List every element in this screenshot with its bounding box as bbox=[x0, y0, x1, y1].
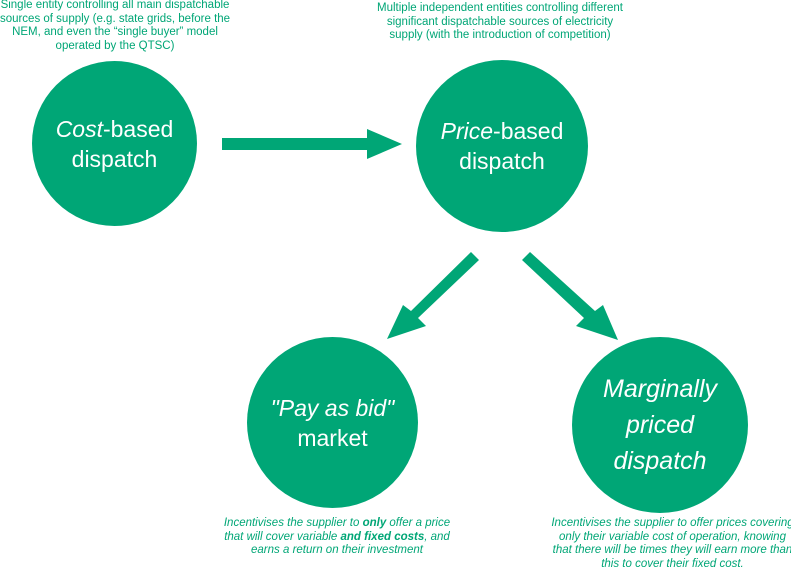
marginal-node-label-line2: priced bbox=[625, 411, 695, 439]
marginal-caption: Incentivises the supplier to offer price… bbox=[551, 517, 791, 570]
cost-node-label-italic: Cost bbox=[55, 115, 103, 142]
price-node-label-italic: Price bbox=[440, 118, 494, 144]
paybid-node-label-line2: market bbox=[297, 424, 368, 451]
arrow-down-left-icon bbox=[387, 252, 479, 339]
marginal-node-label-line1: Marginally bbox=[603, 375, 717, 403]
cost-based-dispatch-node: Cost-based dispatch bbox=[32, 61, 197, 226]
price-caption: Multiple independent entities controllin… bbox=[377, 2, 623, 41]
paybid-caption-emphasis: only bbox=[362, 517, 387, 529]
paybid-caption-text: , and earns a return on their investment bbox=[251, 530, 450, 557]
arrow-right-icon bbox=[222, 129, 402, 159]
price-node-label: Price-based dispatch bbox=[441, 116, 564, 176]
cost-node-label-rest: -based bbox=[102, 115, 174, 142]
cost-node-label: Cost-based dispatch bbox=[56, 114, 174, 174]
paybid-caption: Incentivises the supplier to only offer … bbox=[222, 517, 452, 558]
price-node-label-line2: dispatch bbox=[459, 148, 545, 174]
pay-as-bid-node: "Pay as bid" market bbox=[247, 337, 418, 508]
paybid-node-label: "Pay as bid" market bbox=[271, 393, 395, 453]
marginal-node-label: Marginally priced dispatch bbox=[603, 371, 717, 479]
paybid-caption-text: offer a price that will cover variable bbox=[224, 517, 451, 543]
paybid-caption-text: Incentivises the supplier to bbox=[223, 517, 363, 529]
cost-node-label-line2: dispatch bbox=[71, 145, 158, 172]
marginally-priced-node: Marginally priced dispatch bbox=[572, 337, 748, 513]
price-based-dispatch-node: Price-based dispatch bbox=[416, 60, 588, 232]
paybid-caption-emphasis: and fixed costs bbox=[340, 530, 425, 543]
paybid-node-label-line1: "Pay as bid" bbox=[270, 394, 395, 421]
price-node-label-rest: -based bbox=[493, 118, 564, 144]
cost-caption: Single entity controlling all main dispa… bbox=[0, 0, 231, 52]
marginal-node-label-line3: dispatch bbox=[613, 447, 707, 475]
arrow-down-right-icon bbox=[522, 252, 618, 340]
